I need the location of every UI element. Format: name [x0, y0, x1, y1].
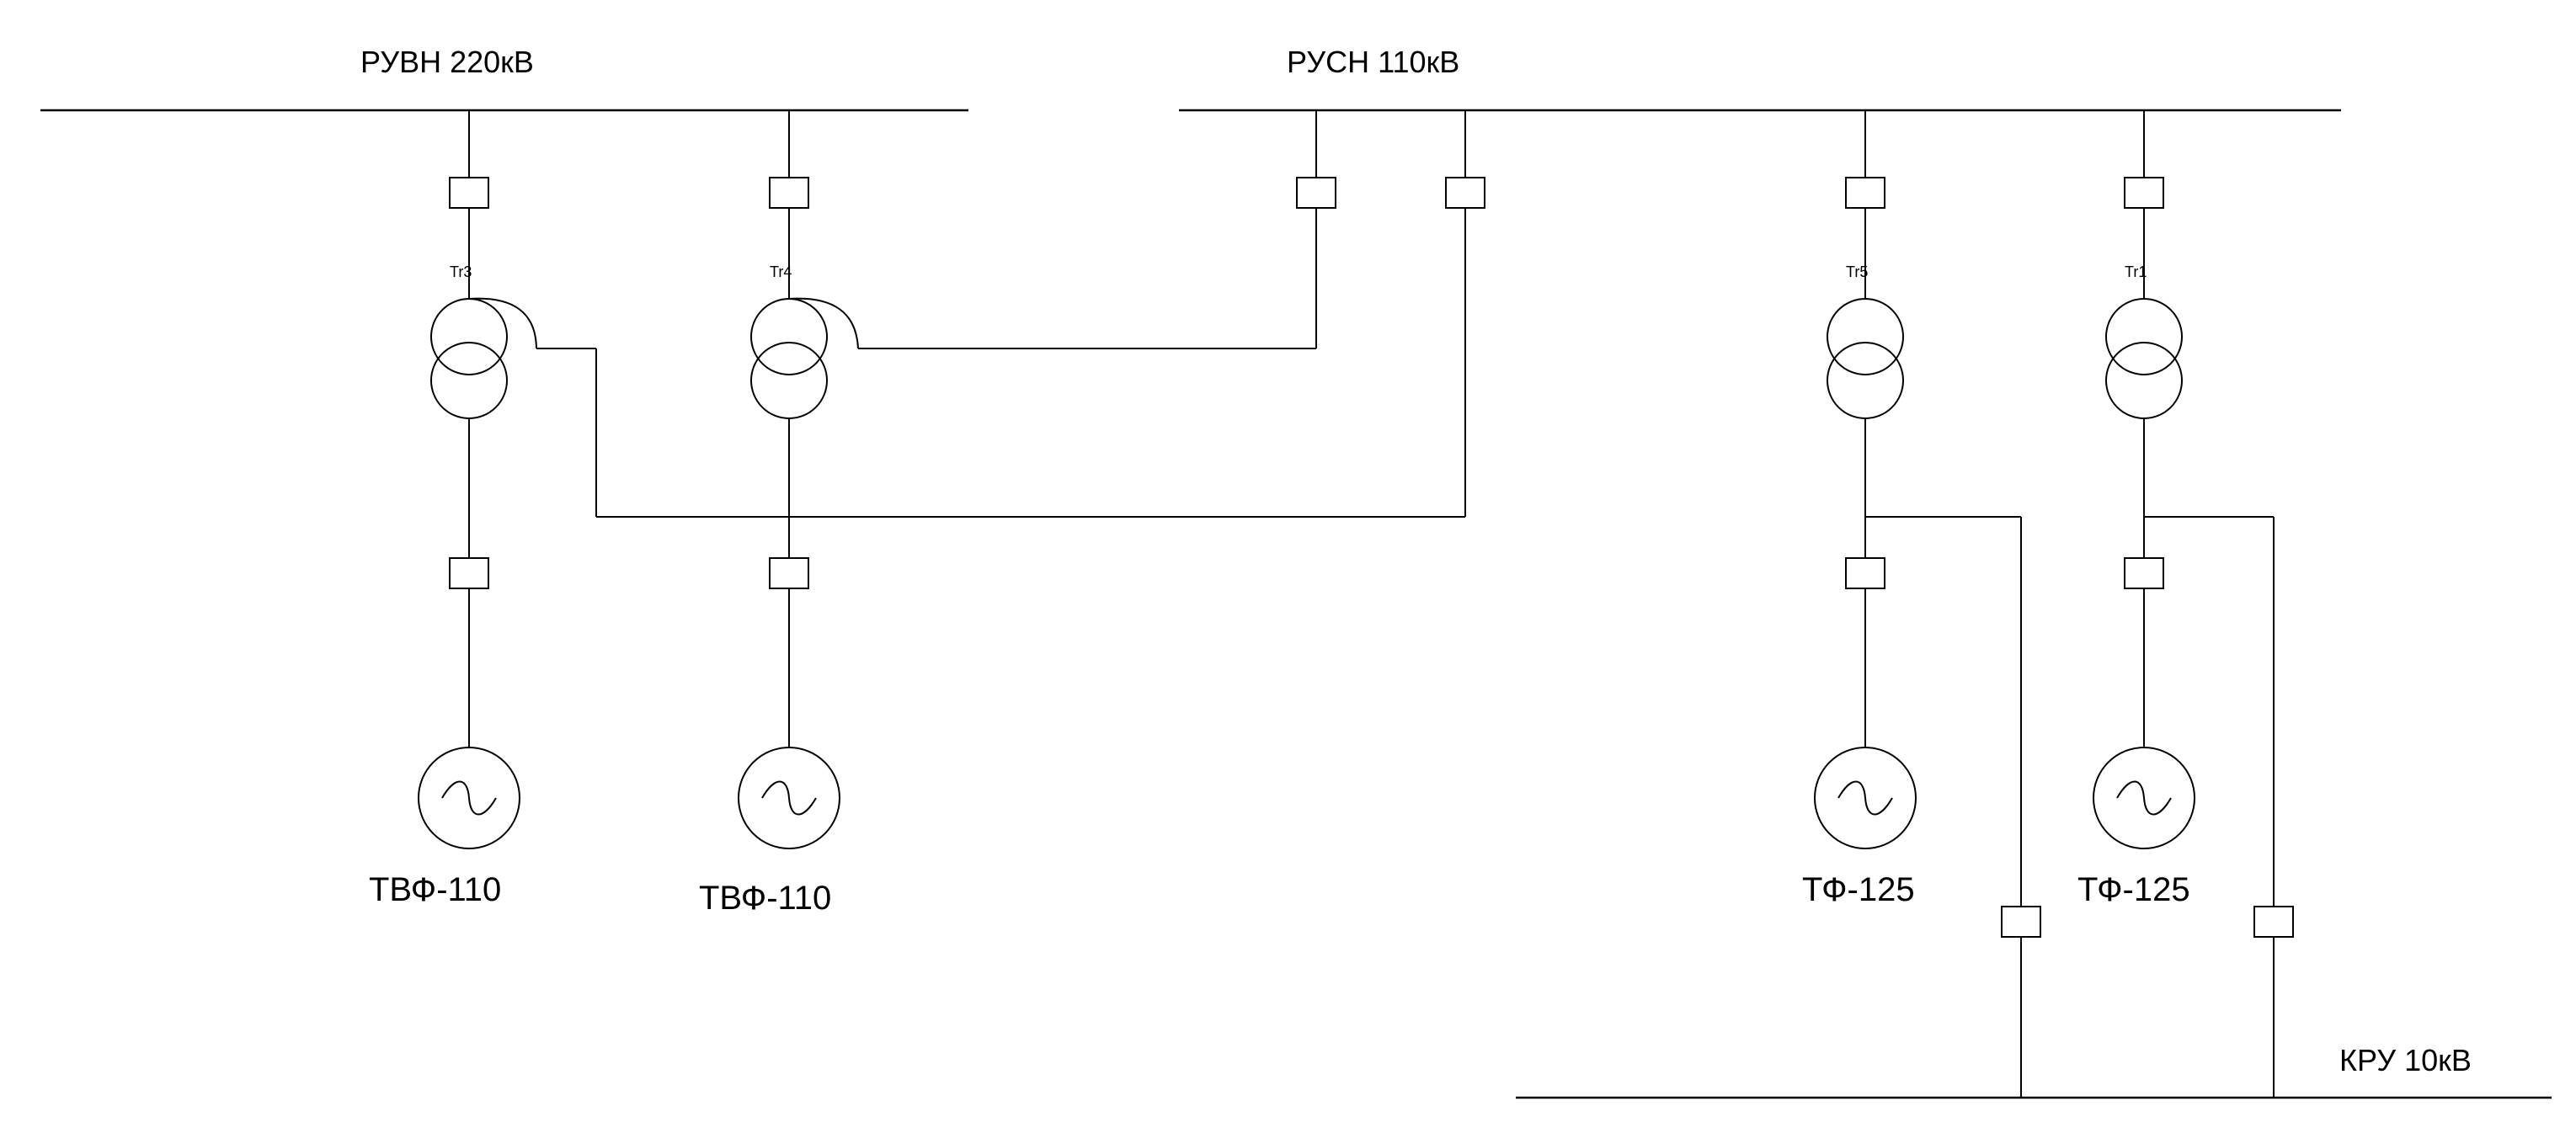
circuit-breaker: [769, 557, 809, 589]
generator: [738, 747, 840, 849]
unit-tr3: Tr3 ТВФ-110: [369, 110, 1465, 908]
circuit-breaker: [2124, 177, 2164, 209]
transformer-label: Tr5: [1846, 263, 1868, 280]
mv-bus-label: РУСН 110кВ: [1287, 45, 1459, 79]
tertiary-winding-arc: [788, 297, 859, 349]
ac-generator-icon: [1837, 780, 1893, 816]
generator: [1814, 747, 1917, 849]
transformer-winding-upper: [430, 298, 508, 375]
mv-feeder-tr3: [1445, 110, 1485, 517]
generator-label: ТФ-125: [2077, 871, 2190, 908]
transformer-winding-upper: [750, 298, 828, 375]
generator-label: ТВФ-110: [369, 871, 501, 908]
circuit-breaker: [1445, 177, 1485, 209]
transformer-label: Tr4: [770, 263, 792, 280]
mv-feeder-tr4: [1296, 110, 1336, 348]
circuit-breaker: [449, 557, 489, 589]
lv-bus-label: КРУ 10кВ: [2339, 1043, 2472, 1077]
unit-tr4: Tr4 ТВФ-110: [699, 110, 1316, 917]
ac-generator-icon: [2116, 780, 2172, 816]
hv-bus-label: РУВН 220кВ: [360, 45, 534, 79]
circuit-breaker: [2001, 906, 2041, 938]
circuit-breaker: [2253, 906, 2294, 938]
generator-label: ТФ-125: [1802, 871, 1915, 908]
circuit-breaker: [2124, 557, 2164, 589]
circuit-breaker: [769, 177, 809, 209]
transformer-label: Tr3: [450, 263, 472, 280]
transformer-winding-upper: [1827, 298, 1904, 375]
transformer-winding-upper: [2105, 298, 2183, 375]
circuit-breaker: [1845, 557, 1885, 589]
circuit-breaker: [449, 177, 489, 209]
ac-generator-icon: [441, 780, 497, 816]
tertiary-winding-arc: [468, 297, 537, 349]
transformer-winding-lower: [430, 342, 508, 419]
generator: [2093, 747, 2195, 849]
generator: [418, 747, 520, 849]
circuit-breaker: [1296, 177, 1336, 209]
unit-tr1: Tr1 ТФ-125: [2077, 110, 2294, 1098]
transformer-winding-lower: [1827, 342, 1904, 419]
transformer-winding-lower: [750, 342, 828, 419]
circuit-breaker: [1845, 177, 1885, 209]
ac-generator-icon: [761, 780, 817, 816]
transformer-winding-lower: [2105, 342, 2183, 419]
generator-label: ТВФ-110: [699, 880, 831, 917]
transformer-label: Tr1: [2125, 263, 2147, 280]
unit-tr5: Tr5 ТФ-125: [1802, 110, 2041, 1098]
